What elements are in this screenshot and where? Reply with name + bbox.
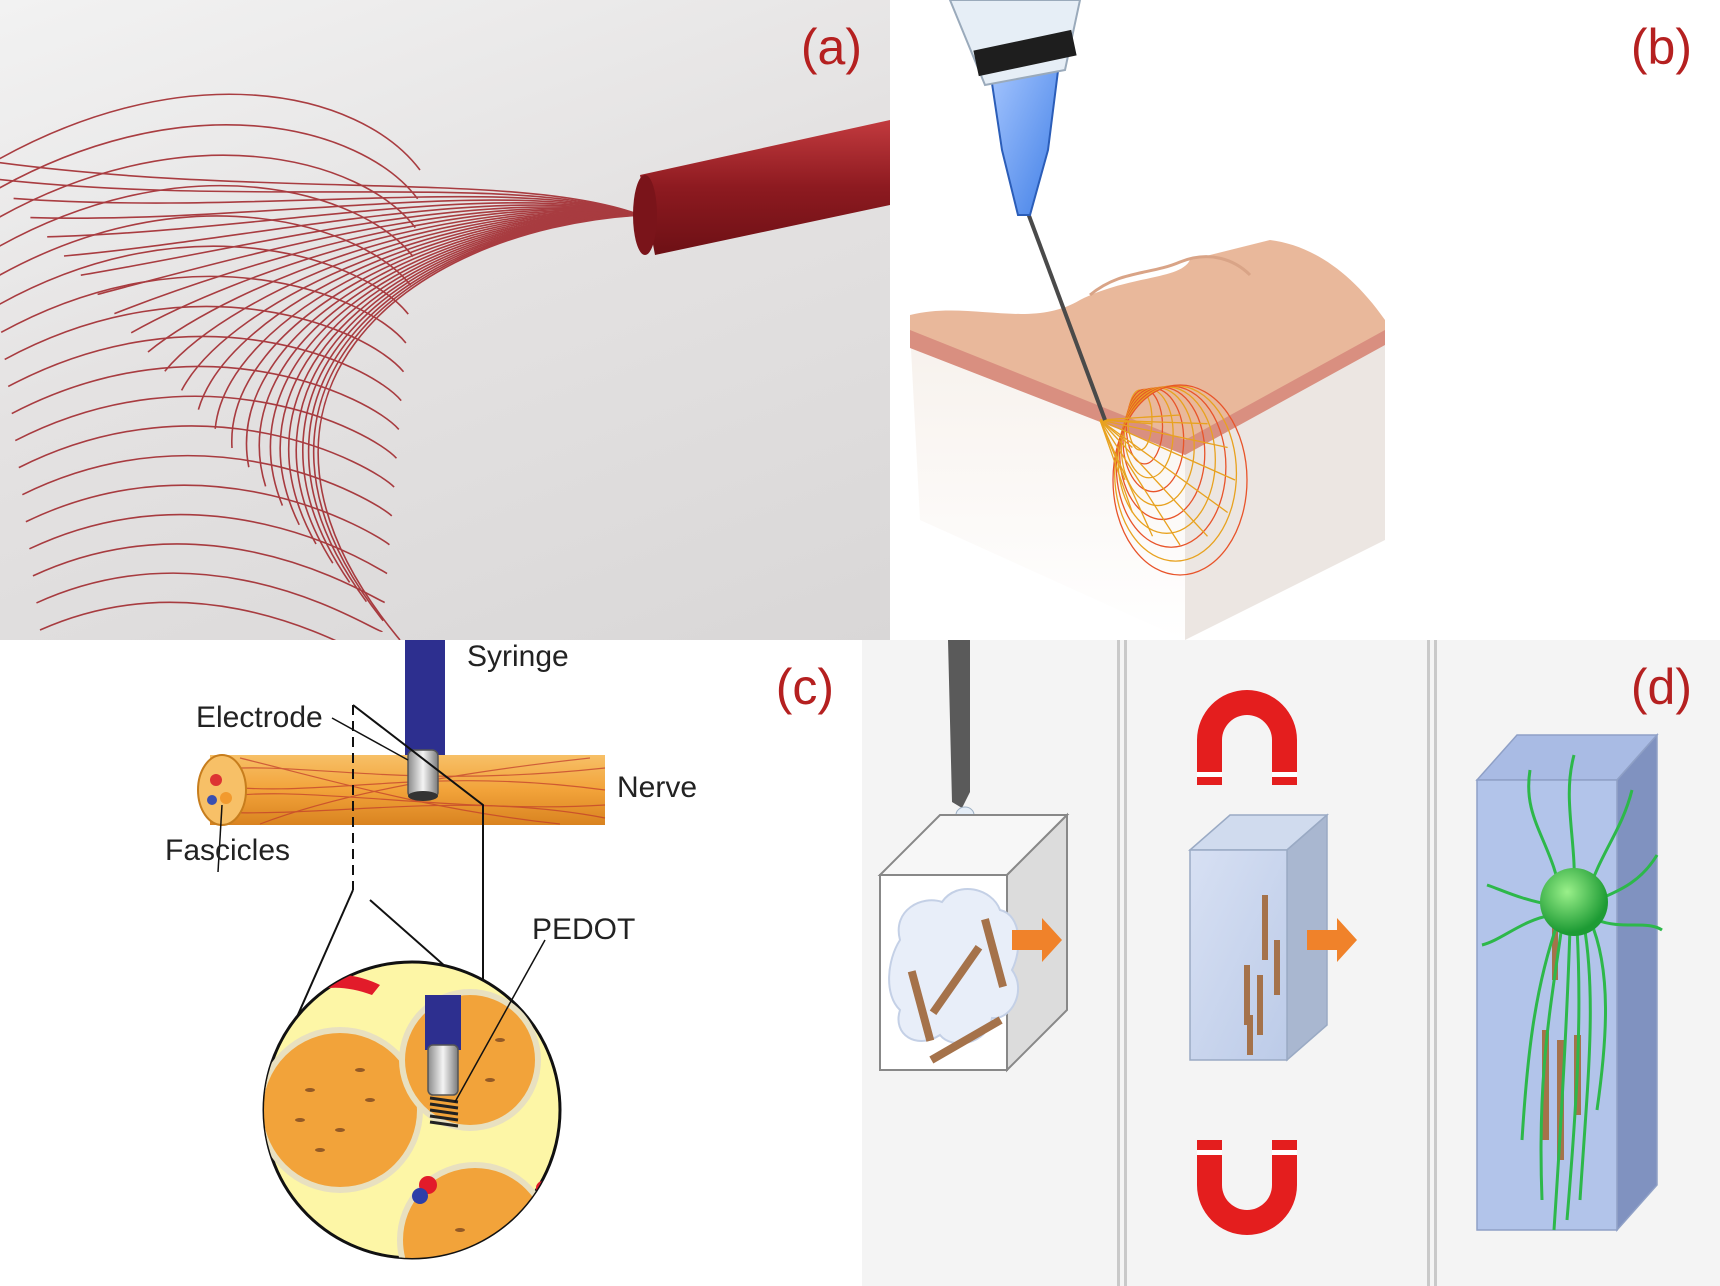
- mesh-cross-strand: [0, 275, 407, 344]
- mesh-cross-strand: [32, 543, 385, 604]
- mesh-strand: [13, 195, 641, 216]
- mesh-spoke: [1099, 419, 1228, 449]
- needle-tip: [633, 175, 657, 255]
- aligned-rods: [1244, 895, 1280, 1055]
- mesh-strand: [197, 213, 641, 410]
- panel-d-alignment-sequence: (d): [862, 640, 1720, 1286]
- label-syringe: Syringe: [467, 640, 569, 673]
- electrode-in-section: [427, 1044, 459, 1096]
- mesh-cross-strand: [0, 245, 409, 315]
- fascicles-leader: [217, 804, 223, 873]
- nerve-end: [197, 754, 247, 826]
- mesh-cross-strand: [29, 513, 388, 575]
- mesh-strand: [180, 212, 641, 391]
- magnet-top: [1197, 690, 1297, 785]
- mesh-strand: [287, 214, 641, 545]
- mesh-strand: [214, 213, 641, 429]
- arrow-1: [1012, 918, 1062, 962]
- divider-2: [1427, 640, 1430, 1286]
- mesh-cross-strand: [11, 365, 400, 430]
- mesh-cross-strand: [39, 601, 337, 640]
- mesh-strand: [80, 206, 641, 276]
- mesh-cross-strand: [0, 124, 419, 200]
- injection-illustration: [910, 0, 1385, 640]
- mesh-spoke: [1099, 419, 1208, 537]
- panel-a-mesh-photo: (a): [0, 0, 890, 640]
- neuron-cell-body: [1540, 868, 1608, 936]
- mesh-spoke: [1099, 419, 1208, 425]
- pedot-leader: [454, 939, 546, 1103]
- mesh-spoke: [1099, 419, 1133, 448]
- electrode-needle: [407, 749, 439, 799]
- pipette: [930, 640, 970, 808]
- mesh-spoke: [1099, 419, 1181, 546]
- mesh-cross-strand: [14, 395, 398, 459]
- panel-c-nerve-schematic: Syringe Electrode Nerve Fascicles PEDOT …: [0, 640, 862, 1286]
- mesh-cross-strand: [4, 305, 405, 373]
- needle: [640, 120, 890, 255]
- mesh-cross-strand: [0, 184, 414, 257]
- mesh-electrode-illustration: [0, 93, 890, 640]
- box-2-front: [1189, 849, 1288, 1061]
- skin-ridge: [1089, 255, 1252, 297]
- mesh-cross-strand: [0, 154, 416, 229]
- panel-label-a: (a): [800, 19, 862, 75]
- magnet-bottom: [1197, 1140, 1297, 1235]
- tissue-front-face: [910, 330, 1185, 640]
- mesh-spoke: [1099, 419, 1126, 481]
- box-3-front: [1476, 779, 1618, 1231]
- mesh-cross-strand: [36, 572, 384, 632]
- arrow-2: [1307, 918, 1357, 962]
- electrode-leader: [331, 717, 409, 761]
- mesh-strand: [0, 178, 641, 216]
- injected-mesh: [1099, 384, 1248, 576]
- label-electrode: Electrode: [196, 701, 323, 734]
- label-nerve: Nerve: [617, 771, 698, 804]
- divider-1: [1117, 640, 1120, 1286]
- mesh-strand: [114, 208, 641, 315]
- random-rods: [907, 918, 1007, 1064]
- mesh-strand: [30, 199, 641, 219]
- box-3-side: [1616, 733, 1658, 1232]
- mesh-cross-strand: [21, 454, 393, 517]
- alignment-sequence: [877, 640, 1663, 1286]
- mesh-ring: [1112, 384, 1248, 576]
- needle-shaft: [1023, 204, 1107, 421]
- mesh-cross-strand: [18, 425, 395, 488]
- mesh-strand: [0, 161, 641, 216]
- panel-label-c: (c): [775, 659, 834, 715]
- mesh-spoke: [1099, 419, 1229, 514]
- tissue-side-face: [1185, 330, 1385, 640]
- mesh-spoke: [1099, 414, 1181, 421]
- mesh-cross-strand: [0, 215, 412, 286]
- electrode-opening: [408, 791, 438, 801]
- nerve-schematic: [197, 640, 606, 1260]
- pedot-coil: [429, 1096, 459, 1128]
- mesh-spoke: [1099, 419, 1236, 481]
- zoom-frame: [352, 704, 484, 990]
- mesh-strand: [97, 207, 641, 296]
- mesh-network: [0, 93, 641, 640]
- mesh-cross-strand: [7, 335, 402, 402]
- mesh-strand: [47, 202, 641, 238]
- label-pedot: PEDOT: [532, 913, 636, 946]
- mesh-strand: [317, 214, 641, 640]
- mesh-strand: [63, 204, 641, 257]
- panel-label-b: (b): [1630, 19, 1692, 75]
- panel-b-injection: (b): [890, 0, 1720, 640]
- syringe-in-section: [425, 995, 461, 1050]
- syringe-plunger-seal: [973, 29, 1077, 77]
- label-fascicles: Fascicles: [165, 834, 291, 867]
- mesh-strand: [307, 214, 641, 603]
- mesh-cross-strand: [25, 484, 390, 546]
- panel-label-d: (d): [1630, 659, 1692, 715]
- mesh-spoke: [1099, 419, 1133, 513]
- mesh-cross-strand: [0, 93, 421, 171]
